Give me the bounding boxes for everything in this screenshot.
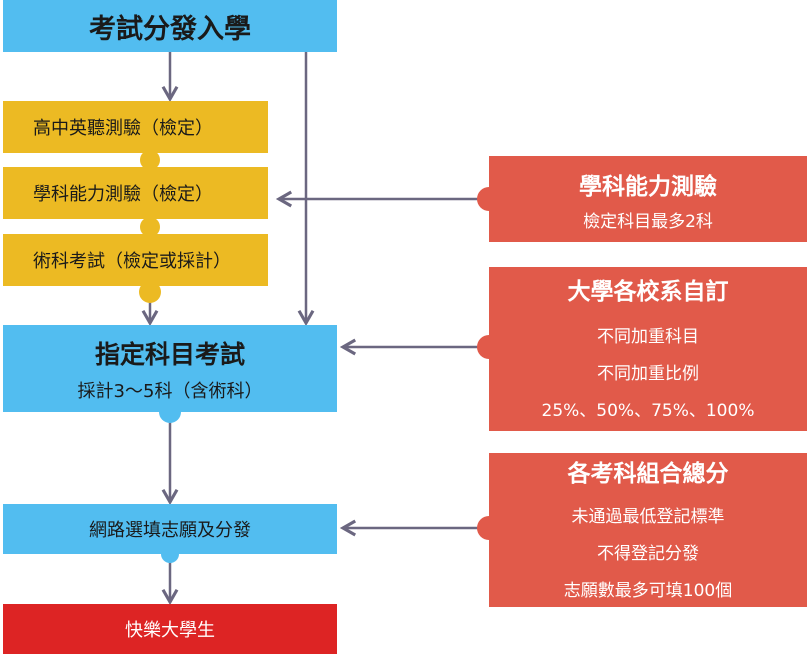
step-label: 高中英聽測驗（檢定） [33, 118, 213, 139]
online-selection-box: 網路選填志願及分發 [3, 504, 337, 554]
note-line: 不同加重科目 [597, 326, 699, 347]
main-exam-title: 指定科目考試 [94, 339, 245, 369]
note-line: 檢定科目最多2科 [583, 211, 713, 232]
note-box-department: 大學各校系自訂 不同加重科目 不同加重比例 25%、50%、75%、100% [489, 267, 807, 431]
note-line: 不同加重比例 [597, 363, 699, 384]
note-title: 學科能力測驗 [579, 173, 717, 200]
note-line: 25%、50%、75%、100% [541, 400, 755, 421]
note-title: 大學各校系自訂 [567, 278, 729, 305]
note-line: 不得登記分發 [597, 543, 699, 564]
main-exam-subtitle: 採計3～5科（含術科） [77, 380, 263, 402]
step-label: 學科能力測驗（檢定） [33, 184, 213, 205]
step-label: 術科考試（檢定或採計） [33, 251, 231, 272]
step-box-skill-exam: 術科考試（檢定或採計） [3, 234, 268, 286]
note-line: 志願數最多可填100個 [563, 580, 733, 601]
note-line: 未通過最低登記標準 [571, 506, 725, 527]
main-exam-box: 指定科目考試 採計3～5科（含術科） [3, 325, 337, 412]
flow-title: 考試分發入學 [89, 13, 251, 45]
online-selection-label: 網路選填志願及分發 [89, 520, 251, 541]
flow-title-box: 考試分發入學 [3, 0, 337, 52]
note-title: 各考科組合總分 [567, 460, 729, 487]
step-box-gsat: 學科能力測驗（檢定） [3, 167, 268, 219]
final-result-label: 快樂大學生 [125, 620, 215, 641]
note-box-total-score: 各考科組合總分 未通過最低登記標準 不得登記分發 志願數最多可填100個 [489, 453, 807, 607]
note-box-gsat: 學科能力測驗 檢定科目最多2科 [489, 156, 807, 242]
final-result-box: 快樂大學生 [3, 604, 337, 654]
step-box-english-listening: 高中英聽測驗（檢定） [3, 101, 268, 153]
